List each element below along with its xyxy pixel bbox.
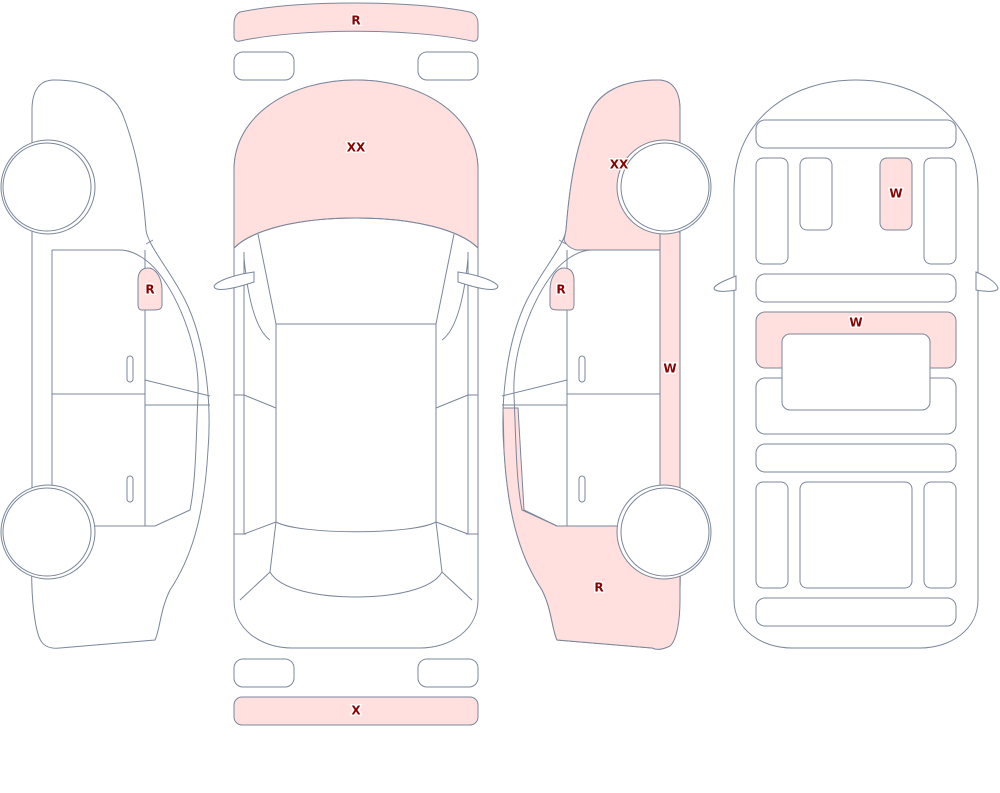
front-bumper-damage (233, 2, 479, 42)
left-front-door-mirror-marker: R (145, 283, 154, 297)
roof-view-right-mirror (975, 271, 999, 292)
roof-bar-rear (755, 443, 957, 473)
right-rocker-panel-marker: W (663, 362, 676, 376)
roof-pillar-rear-right (923, 481, 957, 589)
top-view: R XX X (213, 2, 499, 726)
roof-pillar-front-left (755, 157, 789, 265)
left-side-rear-handle (126, 475, 134, 503)
right-front-fender-marker: XX (610, 158, 629, 172)
top-view-rear-corners (239, 571, 473, 601)
rear-left-taillight (233, 658, 295, 688)
top-view-left-door-lines (234, 252, 277, 535)
top-view-roof-line (275, 521, 437, 533)
right-front-door-mirror-marker: R (556, 283, 565, 297)
left-front-wheel (2, 142, 92, 232)
right-front-door-mirror-damage (549, 267, 575, 311)
right-rocker-panel-damage (659, 231, 681, 523)
top-view-windshield-line (233, 217, 479, 249)
left-side-front-handle (126, 355, 134, 383)
right-rear-quarter-marker: R (594, 581, 603, 595)
top-view-left-mirror (213, 271, 255, 290)
rear-right-taillight (417, 658, 479, 688)
right-side-view: R XX W R (501, 79, 712, 650)
left-rear-wheel (2, 487, 92, 577)
roof-pillar-front-right (923, 157, 957, 265)
right-side-pillar-line (501, 239, 661, 526)
roof-sunroof (781, 333, 931, 411)
right-rear-wheel (620, 487, 710, 577)
roof-pillar-rear-left (755, 481, 789, 589)
roof-panel-rear (755, 597, 957, 627)
roof-bar-front (755, 273, 957, 303)
top-view-a-pillars (257, 233, 455, 522)
front-left-headlight (233, 51, 295, 81)
rear-bumper-marker: X (351, 704, 361, 718)
roof-pillar-front-inner-right-damage (879, 157, 913, 231)
right-rear-quarter-damage (502, 407, 681, 650)
left-side-view: R (0, 79, 211, 649)
roof-pillar-front-inner-left (799, 157, 833, 231)
left-front-door-mirror-damage (137, 267, 163, 311)
top-view-rear-window (269, 521, 443, 598)
right-front-wheel (620, 142, 710, 232)
roof-view-left-mirror (713, 275, 737, 292)
right-side-front-handle (578, 355, 586, 383)
rear-bumper-damage (233, 696, 479, 726)
top-view-right-door-lines (435, 252, 478, 535)
roof-rear-center-panel (799, 481, 913, 589)
roof-view: W W (713, 79, 999, 649)
roof-center-panel-marker: W (849, 316, 862, 330)
left-side-pillar-line (51, 239, 211, 526)
roof-panel-front (755, 119, 957, 149)
hood-marker: XX (347, 141, 366, 155)
roof-rear-right-pillar-marker: W (889, 187, 902, 201)
front-bumper-marker: R (351, 14, 360, 28)
right-side-rear-handle (578, 475, 586, 503)
front-right-headlight (417, 51, 479, 81)
top-view-right-mirror (457, 271, 499, 290)
